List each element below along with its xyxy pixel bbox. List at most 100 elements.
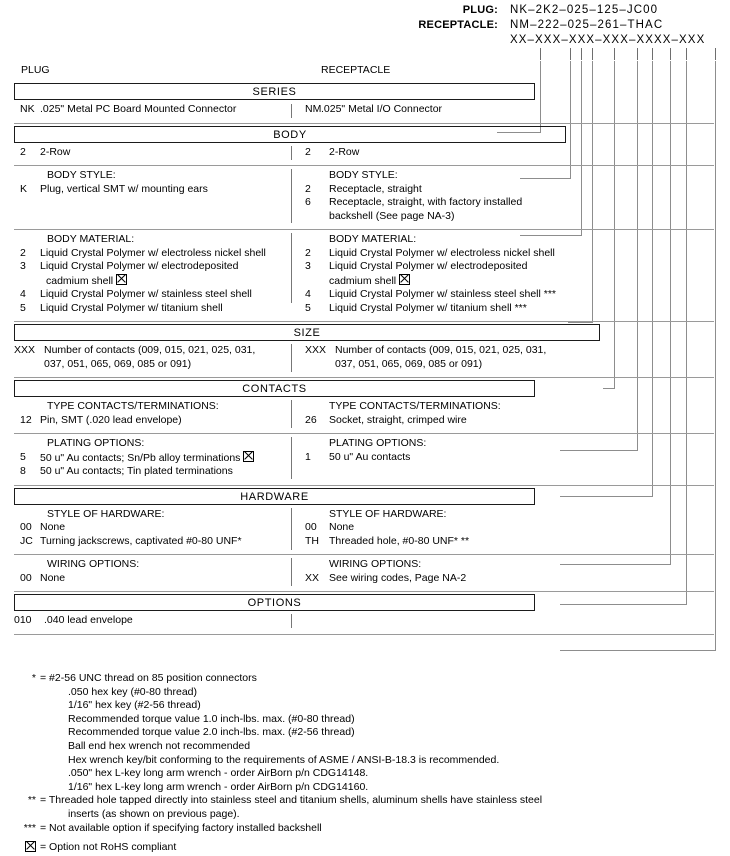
option-line: K Plug, vertical SMT w/ mounting ears <box>14 183 291 197</box>
option-code: 2 <box>305 145 311 158</box>
row-separator <box>14 633 714 635</box>
row-separator <box>14 591 714 592</box>
leader-ticks <box>0 48 730 62</box>
row-body-style: BODY STYLE: K Plug, vertical SMT w/ moun… <box>14 166 714 225</box>
option-code: 2 <box>20 145 26 158</box>
tick-2 <box>570 48 571 60</box>
option-desc: Pin, SMT (.020 lead envelope) <box>40 413 182 426</box>
wiring-right: WIRING OPTIONS: XX See wiring codes, Pag… <box>291 558 705 585</box>
option-desc-continued: backshell (See page NA-3) <box>329 209 455 222</box>
section-bar-contacts: CONTACTS <box>14 380 535 397</box>
receptacle-part-number: NM–222–025–261–THAC <box>510 19 664 31</box>
option-desc-continued: 037, 051, 065, 069, 085 or 091) <box>335 357 483 370</box>
option-desc: Liquid Crystal Polymer w/ electroless ni… <box>329 246 555 259</box>
option-code: NK <box>20 103 35 115</box>
option-code: 2 <box>305 246 311 259</box>
wiring-left: WIRING OPTIONS: 00 None <box>14 558 291 585</box>
column-heading-receptacle: RECEPTACLE <box>321 64 391 76</box>
option-line: NM .025" Metal I/O Connector <box>305 103 705 117</box>
rohs-not-compliant-icon <box>116 273 128 285</box>
series-left: NK .025" Metal PC Board Mounted Connecto… <box>14 103 291 117</box>
group-header: WIRING OPTIONS: <box>47 558 140 570</box>
option-line: 00 None <box>14 572 291 586</box>
mask-part-number-row: XX–XXX–XXX–XXX–XXXX–XXX <box>380 34 728 49</box>
option-code: XXX <box>14 344 36 356</box>
group-header: BODY MATERIAL: <box>47 233 135 245</box>
option-line: XXX Number of contacts (009, 015, 021, 0… <box>14 344 291 358</box>
row-options: 010 .040 lead envelope <box>14 611 714 630</box>
option-line: 5 50 u" Au contacts; Sn/Pb alloy termina… <box>14 450 291 466</box>
material-cont-text: cadmium shell <box>329 274 397 287</box>
option-desc: Receptacle, straight, with factory insta… <box>329 196 523 208</box>
receptacle-part-number-row: RECEPTACLE: NM–222–025–261–THAC <box>380 19 728 34</box>
option-desc: 2-Row <box>40 145 71 158</box>
tick-4 <box>592 48 593 60</box>
option-desc: Liquid Crystal Polymer w/ titanium shell… <box>329 301 527 314</box>
option-code: 8 <box>20 465 26 477</box>
option-desc-text: 50 u" Au contacts; Sn/Pb alloy terminati… <box>40 451 241 464</box>
option-line: 5 Liquid Crystal Polymer w/ titanium she… <box>305 302 705 316</box>
footnote-text: = Threaded hole tapped directly into sta… <box>40 794 543 807</box>
section-bar-hardware: HARDWARE <box>14 487 535 505</box>
option-code: 6 <box>305 196 311 208</box>
body-style-right: BODY STYLE: 2 Receptacle, straight 6 Rec… <box>291 169 705 223</box>
hardware-style-left: STYLE OF HARDWARE: 00 None JC Turning ja… <box>14 508 291 549</box>
option-code: 010 <box>14 614 32 626</box>
option-line: 3 Liquid Crystal Polymer w/ electrodepos… <box>305 260 705 274</box>
tick-7 <box>652 48 653 60</box>
group-header: WIRING OPTIONS: <box>329 558 422 570</box>
part-number-mask: XX–XXX–XXX–XXX–XXXX–XXX <box>510 34 706 46</box>
series-right: NM .025" Metal I/O Connector <box>291 103 705 117</box>
option-desc-continued: cadmium shell <box>14 273 291 289</box>
selection-chart: PLUG RECEPTACLE SERIES NK .025" Metal PC… <box>14 64 714 635</box>
option-code: 3 <box>20 260 26 272</box>
option-code: 1 <box>305 450 311 463</box>
row-body-rows: 2 2-Row 2 2-Row <box>14 143 714 162</box>
option-desc-continued: cadmium shell <box>305 273 705 289</box>
option-desc: .025" Metal I/O Connector <box>321 103 443 115</box>
option-desc: .040 lead envelope <box>44 614 133 626</box>
material-cont-text: cadmium shell <box>46 274 114 287</box>
options-left: 010 .040 lead envelope <box>14 614 291 628</box>
tick-10 <box>715 48 716 60</box>
column-headings: PLUG RECEPTACLE <box>14 64 714 81</box>
option-line: 3 Liquid Crystal Polymer w/ electrodepos… <box>14 260 291 274</box>
option-code: 5 <box>305 301 311 314</box>
option-desc: Receptacle, straight <box>329 182 422 195</box>
hardware-style-right: STYLE OF HARDWARE: 00 None TH Threaded h… <box>291 508 705 549</box>
option-code: TH <box>305 534 319 547</box>
section-body-rows: 2 2-Row 2 2-Row BODY STYLE: K Plug, vert… <box>14 143 714 322</box>
row-body-material: BODY MATERIAL: 2 Liquid Crystal Polymer … <box>14 230 714 317</box>
option-code: 00 <box>20 571 32 584</box>
footnote-subline: .050 hex key (#0-80 thread) <box>68 685 197 698</box>
row-divider <box>291 145 292 160</box>
rohs-not-compliant-icon <box>243 450 255 462</box>
option-code: 26 <box>305 413 317 426</box>
rohs-not-compliant-icon <box>399 273 411 285</box>
receptacle-label: RECEPTACLE: <box>418 19 498 31</box>
option-line: 4 Liquid Crystal Polymer w/ stainless st… <box>14 288 291 302</box>
footnote-subline: Hex wrench key/bit conforming to the req… <box>68 753 500 766</box>
option-line: 8 50 u" Au contacts; Tin plated terminat… <box>14 465 291 479</box>
plating-left: PLATING OPTIONS: 5 50 u" Au contacts; Sn… <box>14 437 291 479</box>
row-contact-type: TYPE CONTACTS/TERMINATIONS: 12 Pin, SMT … <box>14 397 714 429</box>
option-code: JC <box>20 534 33 547</box>
option-desc: Liquid Crystal Polymer w/ electroless ni… <box>40 246 266 259</box>
option-line: 2 2-Row <box>305 146 705 160</box>
row-hardware-style: STYLE OF HARDWARE: 00 None JC Turning ja… <box>14 505 714 551</box>
option-desc: .025" Metal PC Board Mounted Connector <box>40 103 237 115</box>
footnote-marker: *** <box>23 821 36 834</box>
contact-type-left: TYPE CONTACTS/TERMINATIONS: 12 Pin, SMT … <box>14 400 291 427</box>
tick-1 <box>540 48 541 60</box>
option-code: 4 <box>20 288 26 300</box>
footnote-subline: 1/16" hex L-key long arm wrench - order … <box>68 780 369 793</box>
option-desc-continued: 037, 051, 065, 069, 085 or 091) <box>44 357 192 370</box>
row-divider <box>291 437 292 479</box>
footnotes: * = #2-56 UNC thread on 85 position conn… <box>16 672 716 856</box>
option-code: 4 <box>305 288 311 300</box>
option-line: NK .025" Metal PC Board Mounted Connecto… <box>14 103 291 117</box>
option-line: 00 None <box>305 521 705 535</box>
footnote-rohs: = Option not RoHS compliant <box>16 841 716 856</box>
option-code: K <box>20 182 28 195</box>
option-desc: Number of contacts (009, 015, 021, 025, … <box>335 344 547 356</box>
